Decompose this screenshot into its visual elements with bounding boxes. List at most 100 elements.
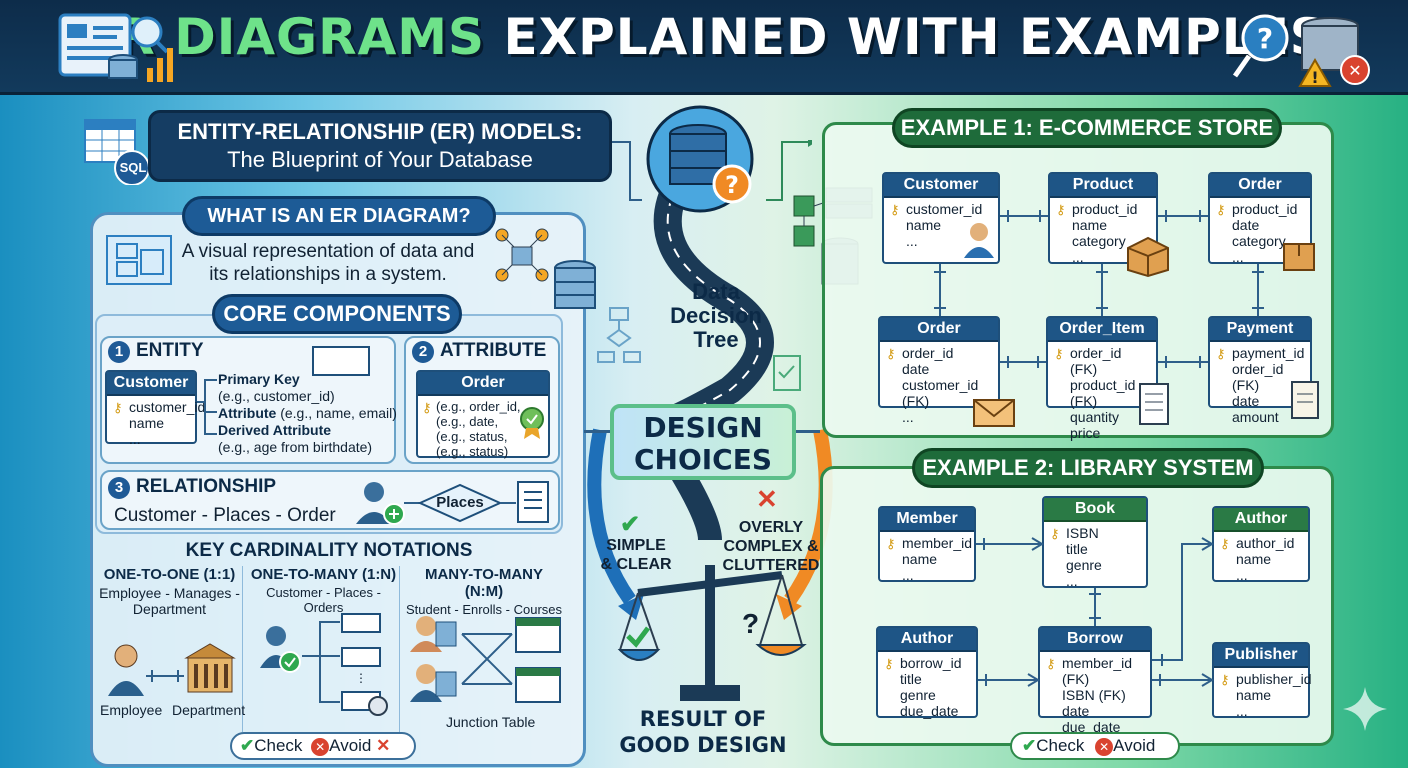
ex1-customer-title: Customer <box>884 174 998 198</box>
example2-relationship-lines <box>976 537 1214 687</box>
field: name <box>906 217 942 233</box>
one-to-one-desc2: Department <box>132 601 207 617</box>
tree-line3: Tree <box>693 327 739 352</box>
key-icon: ⚷ <box>422 400 432 415</box>
attribute-label: ATTRIBUTE <box>440 340 547 361</box>
field: ... <box>902 567 914 583</box>
many-to-many-panel: MANY-TO-MANY (N:M) Student - Enrolls - C… <box>404 566 564 732</box>
what-is-text: A visual representation of data and its … <box>178 240 478 286</box>
ex2-author2-title: Author <box>878 628 976 652</box>
design-line1: DESIGN <box>643 411 763 444</box>
envelope-icon <box>973 399 1015 427</box>
field: order_id <box>902 345 954 361</box>
field: date <box>1232 393 1260 409</box>
field: borrow_id <box>900 655 962 671</box>
ex2-member-title: Member <box>880 508 974 532</box>
attr-label: Attribute <box>218 405 277 421</box>
pk-example: (e.g., customer_id) <box>218 388 335 404</box>
derived-example: (e.g., age from birthdate) <box>218 439 373 455</box>
page-title: ER DIAGRAMS EXPLAINED WITH EXAMPLES <box>0 8 1408 66</box>
derived-label: Derived Attribute <box>218 422 332 438</box>
what-is-line2: its relationships in a system. <box>209 264 447 285</box>
example1-heading: EXAMPLE 1: E-COMMERCE STORE <box>892 108 1282 148</box>
field: due_date <box>1062 719 1121 735</box>
field: product_id <box>1232 201 1298 217</box>
what-is-line1: A visual representation of data and <box>181 241 475 262</box>
entity-table-customer: Customer ⚷ customer_id name ... <box>105 370 205 447</box>
field: order_id (FK) <box>1070 345 1122 377</box>
one-to-many-desc: Customer - Places - Orders <box>266 585 381 615</box>
ex2-author-title: Author <box>1214 508 1308 532</box>
field: due_date <box>900 703 959 719</box>
field: customer_id <box>906 201 983 217</box>
entity-label: ENTITY <box>136 340 204 361</box>
field: date <box>1232 217 1260 233</box>
analytics-illustration-icon <box>58 13 173 82</box>
field: price <box>1070 425 1101 441</box>
entity-heading: 1 ENTITY <box>108 340 204 363</box>
one-to-many-panel: ONE-TO-MANY (1:N) Customer - Places - Or… <box>248 566 400 732</box>
attribute-field: (e.g., status, <box>436 429 508 444</box>
simple-clear-label: SIMPLE & CLEAR <box>596 536 676 574</box>
checklist-doc-icon <box>773 355 801 391</box>
person-add-icon <box>356 482 405 525</box>
field: product_id <box>1072 201 1138 217</box>
field: payment_id <box>1232 345 1305 361</box>
svg-text:✕: ✕ <box>1348 61 1361 80</box>
field: publisher_id <box>1236 671 1312 687</box>
field: quantity <box>1070 409 1120 425</box>
entity-field: ... <box>129 431 141 447</box>
legend-right: ✔Check ✕Avoid <box>1010 732 1180 760</box>
field: ... <box>1072 249 1084 265</box>
svg-text:?: ? <box>725 171 739 199</box>
title-part2: EXPLAINED WITH EXAMPLES <box>503 8 1327 66</box>
avoid-icon: ✕ <box>311 738 330 756</box>
field: amount <box>1232 409 1279 425</box>
intro-subtitle: The Blueprint of Your Database <box>227 147 533 172</box>
sql-badge: SQL <box>119 160 147 175</box>
svg-text:!: ! <box>1311 68 1318 87</box>
legend-check-label: Check <box>1036 736 1085 755</box>
key-icon: ⚷ <box>1046 656 1056 671</box>
ex1-table-order-item: Order_Item ⚷order_id (FK)product_id (FK)… <box>1046 316 1158 441</box>
key-icon: ⚷ <box>1220 672 1230 687</box>
legend-left: ✔Check ✕Avoid ✕ <box>230 732 416 760</box>
package-icon <box>1283 243 1315 271</box>
database-error-illustration-icon: ? ! ✕ <box>1232 14 1370 87</box>
one-to-one-desc1: Employee - Manages - <box>99 585 240 601</box>
employee-label: Employee <box>100 702 163 718</box>
network-database-icon <box>495 228 549 282</box>
attr-example: (e.g., name, email) <box>280 405 397 421</box>
svg-text:⋮: ⋮ <box>355 671 367 685</box>
avoid-icon: ✕ <box>1095 738 1114 756</box>
cardinality-heading: KEY CARDINALITY NOTATIONS <box>185 540 473 561</box>
complex-line3: CLUTTERED <box>722 557 820 574</box>
result-line1: RESULT OF <box>639 707 767 731</box>
field: name <box>1236 551 1272 567</box>
complex-line2: COMPLEX & <box>723 538 819 555</box>
relationship-example: Customer - Places - Order <box>114 505 336 526</box>
svg-text:?: ? <box>1257 22 1273 55</box>
check-icon: ✔ <box>1022 736 1037 755</box>
simple-check-icon: ✔ <box>620 511 641 538</box>
entity-legend: Primary Key (e.g., customer_id) Attribut… <box>218 371 397 456</box>
attribute-table-title: Order <box>418 372 548 396</box>
key-icon: ⚷ <box>113 400 123 415</box>
key-icon: ⚷ <box>1216 202 1226 217</box>
field: ... <box>1066 573 1078 589</box>
key-icon: ⚷ <box>890 202 900 217</box>
relationship-diamond <box>404 483 516 523</box>
many-to-many-desc: Student - Enrolls - Courses <box>405 602 563 617</box>
connector-arrows <box>612 140 812 201</box>
example1-relationship-lines <box>934 210 1264 368</box>
ex1-order-item-title: Order_Item <box>1048 318 1156 342</box>
entity-number: 1 <box>108 341 130 363</box>
ex1-order-title: Order <box>1210 174 1310 198</box>
field: date <box>1062 703 1090 719</box>
pk-label: Primary Key <box>218 371 300 387</box>
